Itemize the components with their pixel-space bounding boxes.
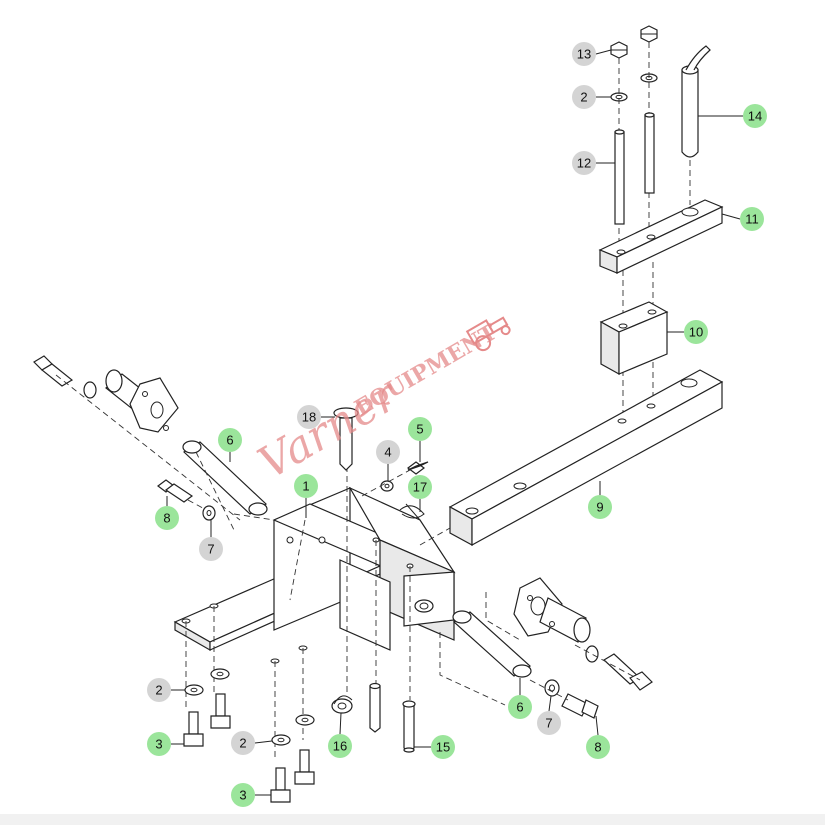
callout-13: 13	[572, 42, 596, 66]
hex-nut-13	[610, 41, 628, 59]
callout-2-bottom-center: 2	[231, 731, 255, 755]
callout-9: 9	[588, 495, 612, 519]
svg-text:4: 4	[384, 445, 391, 460]
svg-text:6: 6	[226, 433, 233, 448]
right-pivot-tube	[513, 577, 591, 643]
washer-2-bottom-c	[271, 734, 291, 746]
tractor-icon	[465, 316, 511, 352]
link-arm-6-left	[182, 440, 268, 531]
svg-text:3: 3	[239, 788, 246, 803]
clip-17	[399, 503, 425, 521]
svg-text:1: 1	[302, 479, 309, 494]
spacer-block-10	[599, 301, 669, 376]
callout-14: 14	[743, 104, 767, 128]
callout-12: 12	[572, 151, 596, 175]
hex-bolt-3-a	[183, 711, 204, 747]
svg-text:6: 6	[516, 700, 523, 715]
callout-10: 10	[684, 320, 708, 344]
svg-text:7: 7	[207, 542, 214, 557]
leader-lines	[166, 49, 743, 796]
svg-text:9: 9	[596, 500, 603, 515]
svg-text:3: 3	[155, 737, 162, 752]
shoulder-bolt-8-right	[529, 679, 599, 719]
bottom-strip	[0, 814, 825, 825]
left-pivot-tube	[105, 369, 179, 433]
callout-8-left: 8	[155, 506, 179, 530]
callout-15: 15	[431, 735, 455, 759]
right-washer	[585, 645, 599, 663]
hex-bolt-3-c	[270, 767, 291, 803]
threaded-rod-right	[644, 112, 655, 194]
svg-text:11: 11	[745, 212, 759, 227]
bolt-5	[407, 461, 429, 475]
callout-1: 1	[294, 474, 318, 498]
svg-text:13: 13	[577, 47, 591, 62]
svg-text:15: 15	[436, 740, 450, 755]
washer-2-bottom-a	[184, 684, 204, 696]
callout-8-right: 8	[586, 735, 610, 759]
callout-6-right: 6	[508, 695, 532, 719]
callout-2-top: 2	[572, 85, 596, 109]
axis-line	[361, 469, 411, 497]
callout-17: 17	[408, 475, 432, 499]
right-bolt-long	[603, 653, 653, 691]
svg-text:5: 5	[416, 422, 423, 437]
callout-16: 16	[328, 734, 352, 758]
callout-3-left: 3	[147, 732, 171, 756]
spacer-block-11	[598, 199, 724, 274]
main-bracket-1	[173, 466, 456, 760]
svg-text:8: 8	[163, 511, 170, 526]
hex-bolt-head-top	[640, 25, 658, 43]
hex-bolt-3-b	[210, 693, 231, 729]
callout-2-bottom-left: 2	[147, 678, 171, 702]
threaded-rod-12	[614, 129, 625, 225]
pin-center	[369, 682, 381, 733]
svg-text:8: 8	[594, 740, 601, 755]
svg-text:14: 14	[748, 109, 762, 124]
svg-text:2: 2	[155, 683, 162, 698]
svg-text:16: 16	[333, 739, 347, 754]
link-arm-6-right	[439, 592, 532, 706]
callout-18: 18	[297, 405, 321, 429]
pin-15	[402, 700, 416, 753]
washer-4	[380, 480, 394, 492]
callout-11: 11	[740, 207, 764, 231]
axis-line	[574, 644, 641, 681]
callout-7-right: 7	[537, 711, 561, 735]
drawbar-9	[448, 369, 724, 547]
washer-7-right	[544, 679, 560, 697]
svg-text:7: 7	[545, 716, 552, 731]
lynch-pin-16	[331, 695, 353, 714]
pin-18	[333, 407, 359, 471]
svg-text:10: 10	[689, 325, 703, 340]
washer-2-bottom-b	[210, 668, 230, 680]
watermark-caps: EQUIPMENT	[350, 319, 502, 422]
shoulder-bolt-8-left	[157, 479, 211, 513]
svg-text:2: 2	[239, 736, 246, 751]
svg-text:2: 2	[580, 90, 587, 105]
hex-bolt-3-d	[294, 749, 315, 785]
left-bolt-long	[33, 355, 74, 387]
callout-3-bottom: 3	[231, 783, 255, 807]
callout-4: 4	[376, 440, 400, 464]
callout-6-left: 6	[218, 428, 242, 452]
left-washer	[83, 381, 97, 399]
callout-5: 5	[408, 417, 432, 441]
axis-line	[55, 374, 241, 521]
svg-text:17: 17	[413, 480, 427, 495]
washer-2-bottom-d	[295, 714, 315, 726]
washer-7-left	[202, 505, 216, 521]
svg-text:18: 18	[302, 410, 316, 425]
svg-text:12: 12	[577, 156, 591, 171]
callout-7-left: 7	[199, 537, 223, 561]
pin-14	[681, 45, 711, 205]
